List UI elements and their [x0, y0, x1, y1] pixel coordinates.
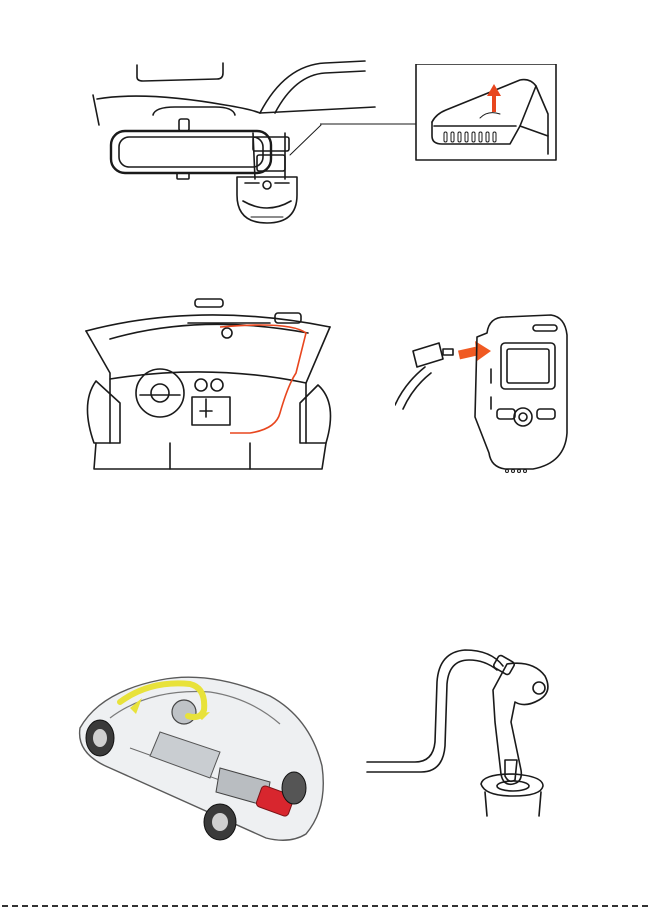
interior-illustration — [80, 293, 340, 473]
vent-slots — [444, 132, 496, 142]
usb-plug-into-dashcam — [395, 313, 575, 485]
cable-routing-interior — [80, 293, 340, 473]
car-xray-illustration — [70, 658, 340, 848]
hardwire-route-car — [70, 658, 340, 848]
mount-release-detail — [320, 64, 560, 164]
mount-detail-illustration — [320, 64, 560, 164]
cable-route-line — [220, 325, 306, 433]
arrow-right-icon — [459, 341, 491, 361]
car-charger-cable — [365, 642, 565, 822]
charger-illustration — [365, 642, 565, 822]
page-bottom-dashed-border — [2, 905, 648, 907]
dashcam-side-illustration — [395, 313, 575, 485]
